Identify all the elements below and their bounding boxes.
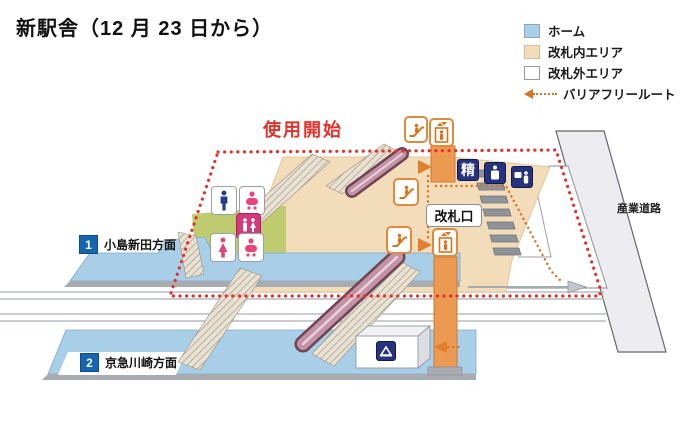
unpaid-area-color-swatch — [524, 65, 540, 80]
elevator-icon — [432, 228, 458, 257]
fare-adjustment-machine-icon: 精 — [457, 159, 479, 181]
platform-facility-icon — [376, 341, 396, 361]
barrier-free-route — [426, 174, 562, 349]
escalator-icon — [386, 226, 412, 254]
platform-color-swatch — [524, 23, 540, 38]
stairs-left-to-platform-2 — [177, 267, 263, 371]
barrier-free-arrow-icon — [418, 160, 432, 174]
mens-toilet-icon — [211, 186, 237, 215]
barrier-free-arrow-icon — [524, 88, 557, 99]
legend-label: バリアフリールート — [563, 88, 676, 102]
ticket-gate-label: 改札口 — [426, 204, 482, 227]
baby-care-icon — [239, 186, 265, 215]
ticket-machine-icon — [484, 162, 506, 184]
platform-2-edge — [42, 374, 476, 380]
platform-1-number-badge: 1 — [79, 235, 98, 254]
barrier-free-arrowheads — [418, 160, 447, 353]
baby-care-icon — [238, 233, 264, 262]
legend-item-unpaid-area: 改札外エリア — [524, 62, 676, 83]
platform-1-label: 1 小島新田方面 — [79, 235, 176, 254]
escalator-icon — [393, 178, 419, 206]
platform-2-number-badge: 2 — [80, 353, 99, 372]
escalator-upper — [345, 147, 409, 198]
street-path-arrow — [468, 280, 588, 294]
unpaid-area-inner-wall — [518, 177, 552, 258]
legend-label: 改札内エリア — [548, 46, 624, 60]
fare-adjustment-machine-label: 精 — [461, 162, 475, 178]
escalator-icon — [404, 116, 428, 143]
page-title: 新駅舎（12 月 23 日から） — [16, 18, 274, 40]
legend-item-paid-area: 改札内エリア — [524, 41, 676, 62]
legend-item-barrier-free-route: バリアフリールート — [524, 83, 676, 104]
platform-1 — [69, 236, 461, 282]
legend-label: 改札外エリア — [548, 67, 624, 81]
road-label: 産業道路 — [617, 203, 661, 215]
barrier-free-arrow-icon — [418, 238, 432, 252]
paid-area-color-swatch — [524, 44, 540, 59]
platform-1-destination: 小島新田方面 — [104, 238, 177, 252]
elevator-icon — [429, 118, 454, 147]
womens-toilet-icon — [210, 233, 236, 262]
legend-label: ホーム — [548, 25, 586, 39]
new-station-outline — [167, 148, 602, 298]
barrier-free-arrow-icon — [434, 341, 447, 353]
legend-item-platform: ホーム — [524, 20, 676, 41]
escalator-to-platform-2 — [294, 248, 406, 353]
legend: ホーム 改札内エリア 改札外エリア バリアフリールート — [524, 20, 676, 104]
platform-2-destination: 京急川崎方面 — [105, 356, 178, 370]
intercom-machine-icon — [511, 166, 533, 188]
stairs-to-platform-1 — [177, 231, 205, 279]
platform-2-label: 2 京急川崎方面 — [80, 353, 177, 372]
start-of-use-label: 使用開始 — [263, 120, 343, 140]
elevator-shaft-base — [427, 366, 463, 376]
